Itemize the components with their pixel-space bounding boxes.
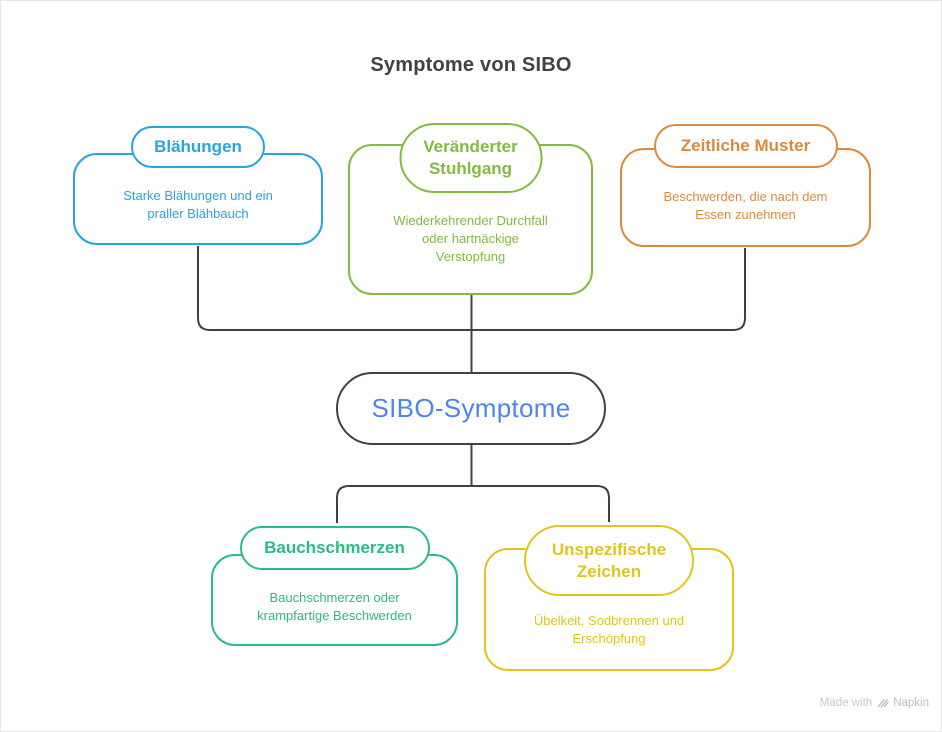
napkin-watermark[interactable]: Made with Napkin <box>820 697 929 709</box>
description-line: Verstopfung <box>435 249 506 264</box>
node-unspezifische-zeichen: Unspezifische Zeichen Übelkeit, Sodbrenn… <box>484 525 734 671</box>
page-title: Symptome von SIBO <box>370 54 572 76</box>
node-title-line: Zeitliche Muster <box>680 136 811 155</box>
napkin-logo-icon <box>877 698 889 708</box>
description-line: oder hartnäckige <box>422 231 519 246</box>
description-line: Übelkeit, Sodbrennen und <box>533 613 685 628</box>
node-bauchschmerzen-title-pill: Bauchschmerzen <box>239 526 430 570</box>
node-title-line: Bauchschmerzen <box>264 538 405 557</box>
node-title-line: Zeichen <box>576 561 642 581</box>
node-unspezifische-zeichen-title-pill: Unspezifische Zeichen <box>524 525 694 596</box>
node-title-line: Unspezifische <box>551 539 667 559</box>
node-veraenderter-stuhlgang-title-pill: Veränderter Stuhlgang <box>399 123 542 193</box>
node-blaehungen-description: Starke Blähungen und ein praller Blähbau… <box>85 187 311 223</box>
node-veraenderter-stuhlgang-description: Wiederkehrender Durchfall oder hartnäcki… <box>360 212 581 266</box>
node-bauchschmerzen-description: Bauchschmerzen oder krampfartige Beschwe… <box>223 589 446 625</box>
connector-bottom-branch <box>336 485 610 523</box>
node-zeitliche-muster-title-pill: Zeitliche Muster <box>653 124 838 168</box>
node-zeitliche-muster-description: Beschwerden, die nach dem Essen zunehmen <box>632 188 859 224</box>
node-title-line: Blähungen <box>154 137 242 156</box>
node-veraenderter-stuhlgang: Veränderter Stuhlgang Wiederkehrender Du… <box>348 123 593 295</box>
description-line: krampfartige Beschwerden <box>257 608 412 623</box>
node-blaehungen-title-pill: Blähungen <box>131 126 265 168</box>
node-blaehungen: Blähungen Starke Blähungen und ein prall… <box>73 126 323 245</box>
node-title-line: Stuhlgang <box>428 159 513 178</box>
description-line: Bauchschmerzen oder <box>269 590 400 605</box>
node-unspezifische-zeichen-description: Übelkeit, Sodbrennen und Erschöpfung <box>496 612 722 648</box>
node-title-line: Veränderter <box>423 137 518 156</box>
watermark-brand: Napkin <box>893 697 929 709</box>
watermark-prefix: Made with <box>819 697 873 709</box>
description-line: Beschwerden, die nach dem <box>663 189 828 204</box>
description-line: Essen zunehmen <box>695 207 796 222</box>
description-line: praller Blähbauch <box>147 206 249 221</box>
description-line: Erschöpfung <box>572 631 646 646</box>
description-line: Starke Blähungen und ein <box>123 188 273 203</box>
node-zeitliche-muster: Zeitliche Muster Beschwerden, die nach d… <box>620 124 871 247</box>
node-bauchschmerzen: Bauchschmerzen Bauchschmerzen oder kramp… <box>211 526 458 646</box>
center-node-label: SIBO-Symptome <box>371 393 571 423</box>
description-line: Wiederkehrender Durchfall <box>393 213 548 228</box>
center-node-sibo-symptome: SIBO-Symptome <box>336 372 606 445</box>
